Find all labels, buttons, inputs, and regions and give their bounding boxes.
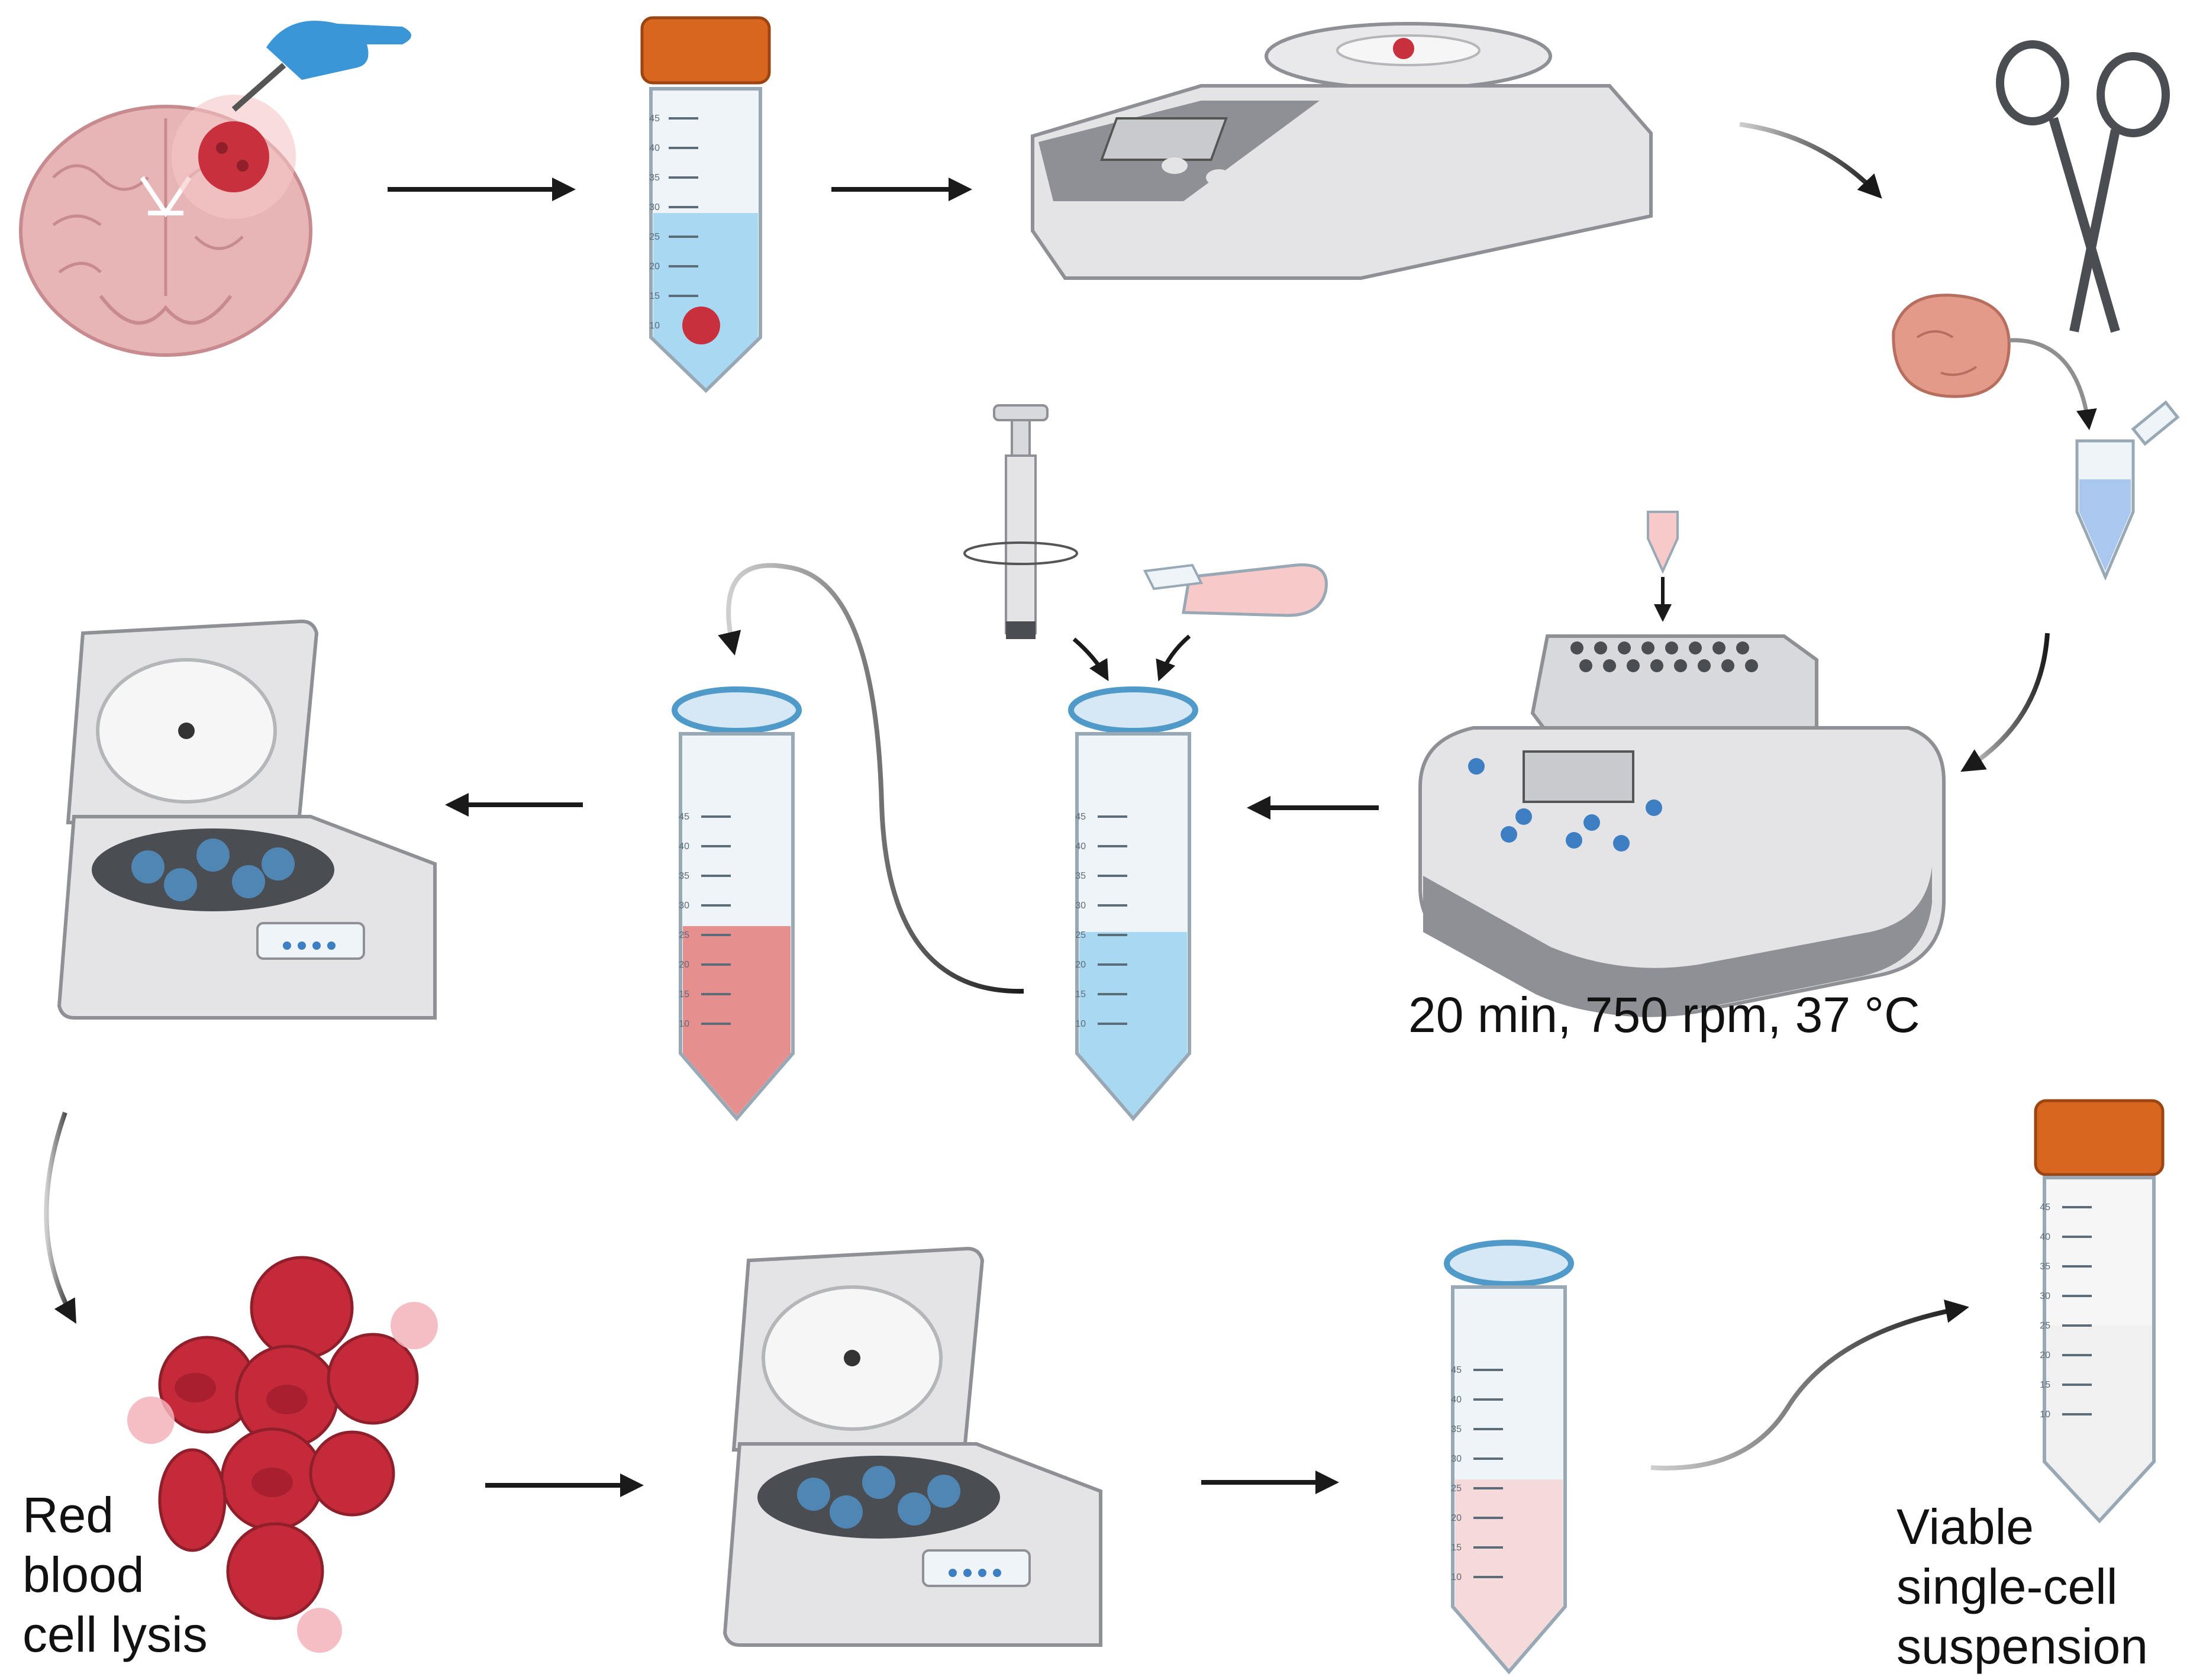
conical-tube-tissue xyxy=(640,16,771,394)
filter-tube-blue xyxy=(1068,686,1198,1121)
red-blood-cells-icon xyxy=(127,1256,438,1653)
incubation-conditions-label: 20 min, 750 rpm, 37 °C xyxy=(1408,987,1920,1043)
final-conical-tube-graduation-40: 40 xyxy=(2040,1232,2050,1242)
filter-tube-red-graduation-15: 15 xyxy=(679,989,689,999)
arrow-4 xyxy=(2008,338,2097,430)
filter-tube-pink-graduation-30: 30 xyxy=(1451,1454,1462,1464)
final-conical-tube-graduation-30: 30 xyxy=(2040,1291,2050,1301)
final-conical-tube-graduation-10: 10 xyxy=(2040,1410,2050,1420)
conical-tube-tissue-graduation-30: 30 xyxy=(649,202,660,212)
filter-tube-blue-graduation-25: 25 xyxy=(1075,930,1086,940)
filter-tube-red-graduation-45: 45 xyxy=(679,812,689,822)
final-conical-tube-graduation-35: 35 xyxy=(2040,1262,2050,1272)
centrifuge-icon-2 xyxy=(723,1246,1102,1647)
filter-tube-pink xyxy=(1444,1240,1574,1675)
conical-tube-tissue-graduation-35: 35 xyxy=(649,173,660,183)
conical-tube-tissue-graduation-20: 20 xyxy=(649,262,660,272)
arrow-7b xyxy=(1156,634,1191,682)
rbc-lysis-line-3: cell lysis xyxy=(22,1606,208,1662)
final-conical-tube-graduation-15: 15 xyxy=(2040,1380,2050,1390)
filter-tube-red-graduation-10: 10 xyxy=(679,1019,689,1029)
conical-tube-tissue-graduation-15: 15 xyxy=(649,291,660,301)
conical-tube-tissue-graduation-25: 25 xyxy=(649,232,660,242)
rbc-lysis-line-2: blood xyxy=(22,1546,144,1602)
microtube-buffer xyxy=(2075,400,2180,581)
filter-tube-red-graduation-20: 20 xyxy=(679,960,689,970)
filter-tube-blue-graduation-15: 15 xyxy=(1075,989,1086,999)
conical-tube-tissue-graduation-10: 10 xyxy=(649,321,660,331)
arrow-3 xyxy=(1739,122,1882,199)
final-conical-tube-graduation-25: 25 xyxy=(2040,1321,2050,1331)
arrow-10 xyxy=(44,1111,76,1324)
filter-tube-blue-graduation-10: 10 xyxy=(1075,1019,1086,1029)
filter-tube-pink-graduation-15: 15 xyxy=(1451,1543,1462,1553)
rbc-lysis-line-1: Red xyxy=(22,1487,114,1543)
filter-tube-pink-graduation-10: 10 xyxy=(1451,1572,1462,1582)
final-product-label: Viable single-cell suspension xyxy=(1897,1497,2148,1676)
final-product-line-3: suspension xyxy=(1897,1618,2148,1674)
filter-tube-blue-graduation-30: 30 xyxy=(1075,901,1086,911)
filter-tube-pink-graduation-35: 35 xyxy=(1451,1424,1462,1434)
thermomixer-icon xyxy=(1418,511,1946,1017)
pink-tube-pour-icon xyxy=(1143,563,1328,617)
filter-tube-pink-graduation-45: 45 xyxy=(1451,1365,1462,1375)
arrow-7a xyxy=(1072,637,1109,682)
rbc-lysis-label: Red blood cell lysis xyxy=(22,1485,208,1664)
final-product-line-1: Viable xyxy=(1897,1499,2034,1555)
filter-tube-blue-graduation-40: 40 xyxy=(1075,841,1086,852)
arrow-8 xyxy=(718,563,1024,994)
filter-tube-pink-graduation-25: 25 xyxy=(1451,1484,1462,1494)
final-conical-tube xyxy=(2034,1099,2165,1524)
filter-tube-blue-graduation-20: 20 xyxy=(1075,960,1086,970)
final-conical-tube-graduation-45: 45 xyxy=(2040,1202,2050,1213)
filter-tube-red xyxy=(672,686,802,1121)
final-conical-tube-graduation-20: 20 xyxy=(2040,1350,2050,1360)
filter-tube-red-graduation-40: 40 xyxy=(679,841,689,852)
filter-tube-pink-graduation-20: 20 xyxy=(1451,1513,1462,1523)
filter-tube-red-graduation-25: 25 xyxy=(679,930,689,940)
tissue-piece-icon xyxy=(1892,294,2011,398)
final-product-line-2: single-cell xyxy=(1897,1558,2118,1614)
conical-tube-tissue-graduation-45: 45 xyxy=(649,114,660,124)
filter-tube-pink-graduation-40: 40 xyxy=(1451,1395,1462,1405)
scissors-icon xyxy=(1996,40,2170,333)
centrifuge-icon-1 xyxy=(57,619,437,1020)
conical-tube-tissue-graduation-40: 40 xyxy=(649,143,660,153)
filter-tube-red-graduation-35: 35 xyxy=(679,871,689,881)
filter-tube-blue-graduation-45: 45 xyxy=(1075,812,1086,822)
analytical-balance-icon xyxy=(1031,22,1653,280)
brain-tumor-icon xyxy=(19,21,411,357)
arrow-5 xyxy=(1960,633,2050,772)
filter-tube-red-graduation-30: 30 xyxy=(679,901,689,911)
filter-tube-blue-graduation-35: 35 xyxy=(1075,871,1086,881)
syringe-plunger-icon xyxy=(963,404,1078,639)
arrow-13 xyxy=(1650,1299,1969,1471)
